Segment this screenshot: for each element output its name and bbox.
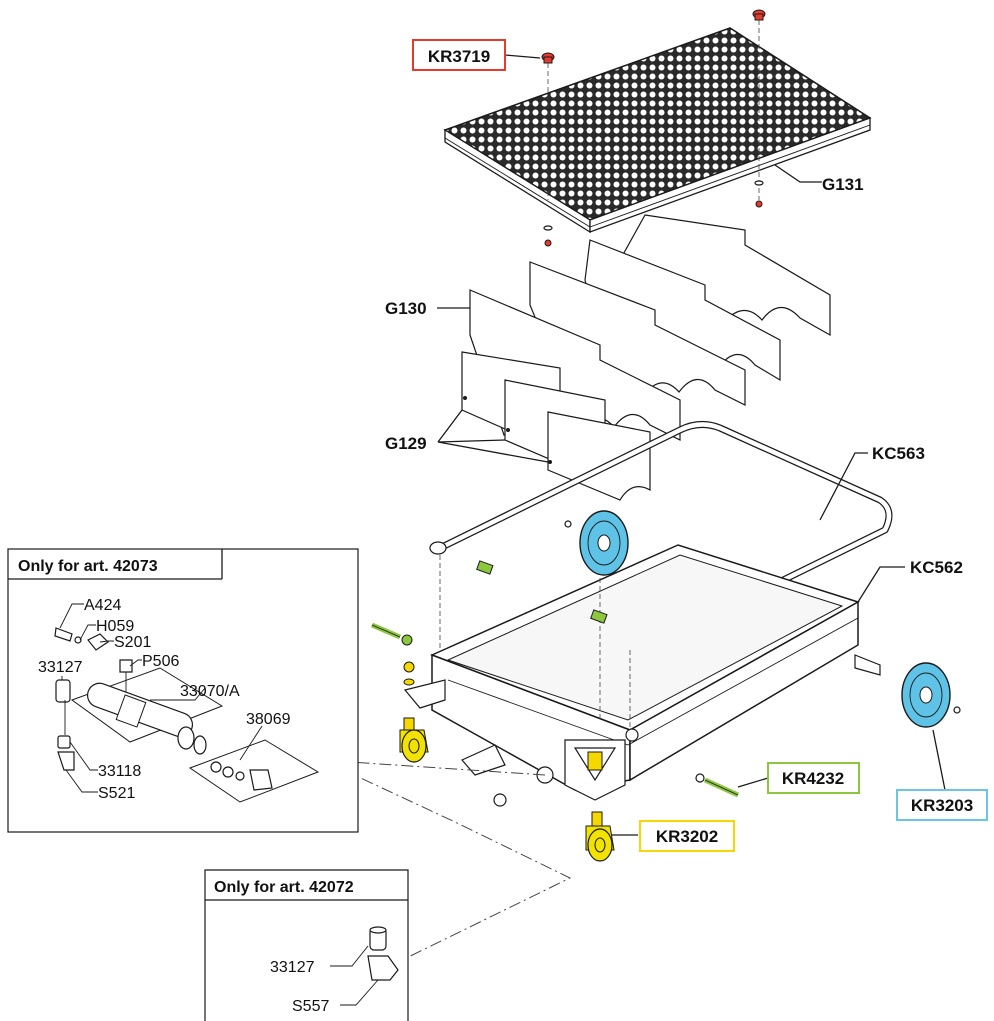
part-p506: P506 [142, 653, 179, 670]
inset-art-42072: Only for art. 42072 33127 S557 [204, 869, 409, 1021]
label-box-kr4232 [767, 762, 860, 794]
part-33127: 33127 [38, 659, 83, 676]
caster-kr3202-left [399, 661, 429, 763]
part-s201: S201 [114, 634, 151, 651]
part-h059: H059 [96, 618, 134, 635]
inset-42072-title: Only for art. 42072 [214, 879, 354, 896]
label-g129: G129 [385, 434, 427, 453]
part-a424: A424 [84, 597, 121, 614]
spacer-green [476, 560, 608, 624]
inset-42073-title: Only for art. 42073 [18, 558, 158, 575]
rubber-foot-kr3719-rear [752, 9, 766, 200]
label-g131: G131 [822, 175, 864, 194]
label-box-kr3719 [412, 39, 506, 71]
inset-art-42073: Only for art. 42073 A424 [7, 548, 359, 833]
label-kr3203: KR3203 [911, 796, 973, 815]
label-kc562: KC562 [910, 558, 963, 577]
lower-fasteners [543, 180, 764, 247]
label-kr4232: KR4232 [782, 769, 844, 788]
bolt-upper [371, 622, 413, 646]
grid-tray-g131 [443, 9, 872, 247]
wheel-kr3203-right [901, 662, 961, 728]
part-33070a: 33070/A [180, 683, 240, 700]
wheel-kr3203-left [564, 510, 629, 576]
divider-set-g129 [461, 351, 651, 501]
label-box-kr3202 [639, 820, 735, 852]
rubber-foot-kr3719 [541, 52, 555, 200]
part-33127-b: 33127 [270, 959, 315, 976]
label-g130: G130 [385, 299, 427, 318]
label-kr3719: KR3719 [428, 47, 490, 66]
part-33118: 33118 [98, 763, 141, 780]
bolt-kr4232 [695, 773, 740, 798]
divider-set-g130 [469, 214, 831, 441]
label-kr3202: KR3202 [656, 827, 718, 846]
part-38069: 38069 [246, 711, 291, 728]
part-s521: S521 [98, 785, 135, 802]
part-s557: S557 [292, 998, 329, 1015]
caster-kr3202-front [585, 811, 615, 862]
label-kc563: KC563 [872, 444, 925, 463]
label-box-kr3203 [896, 789, 988, 821]
